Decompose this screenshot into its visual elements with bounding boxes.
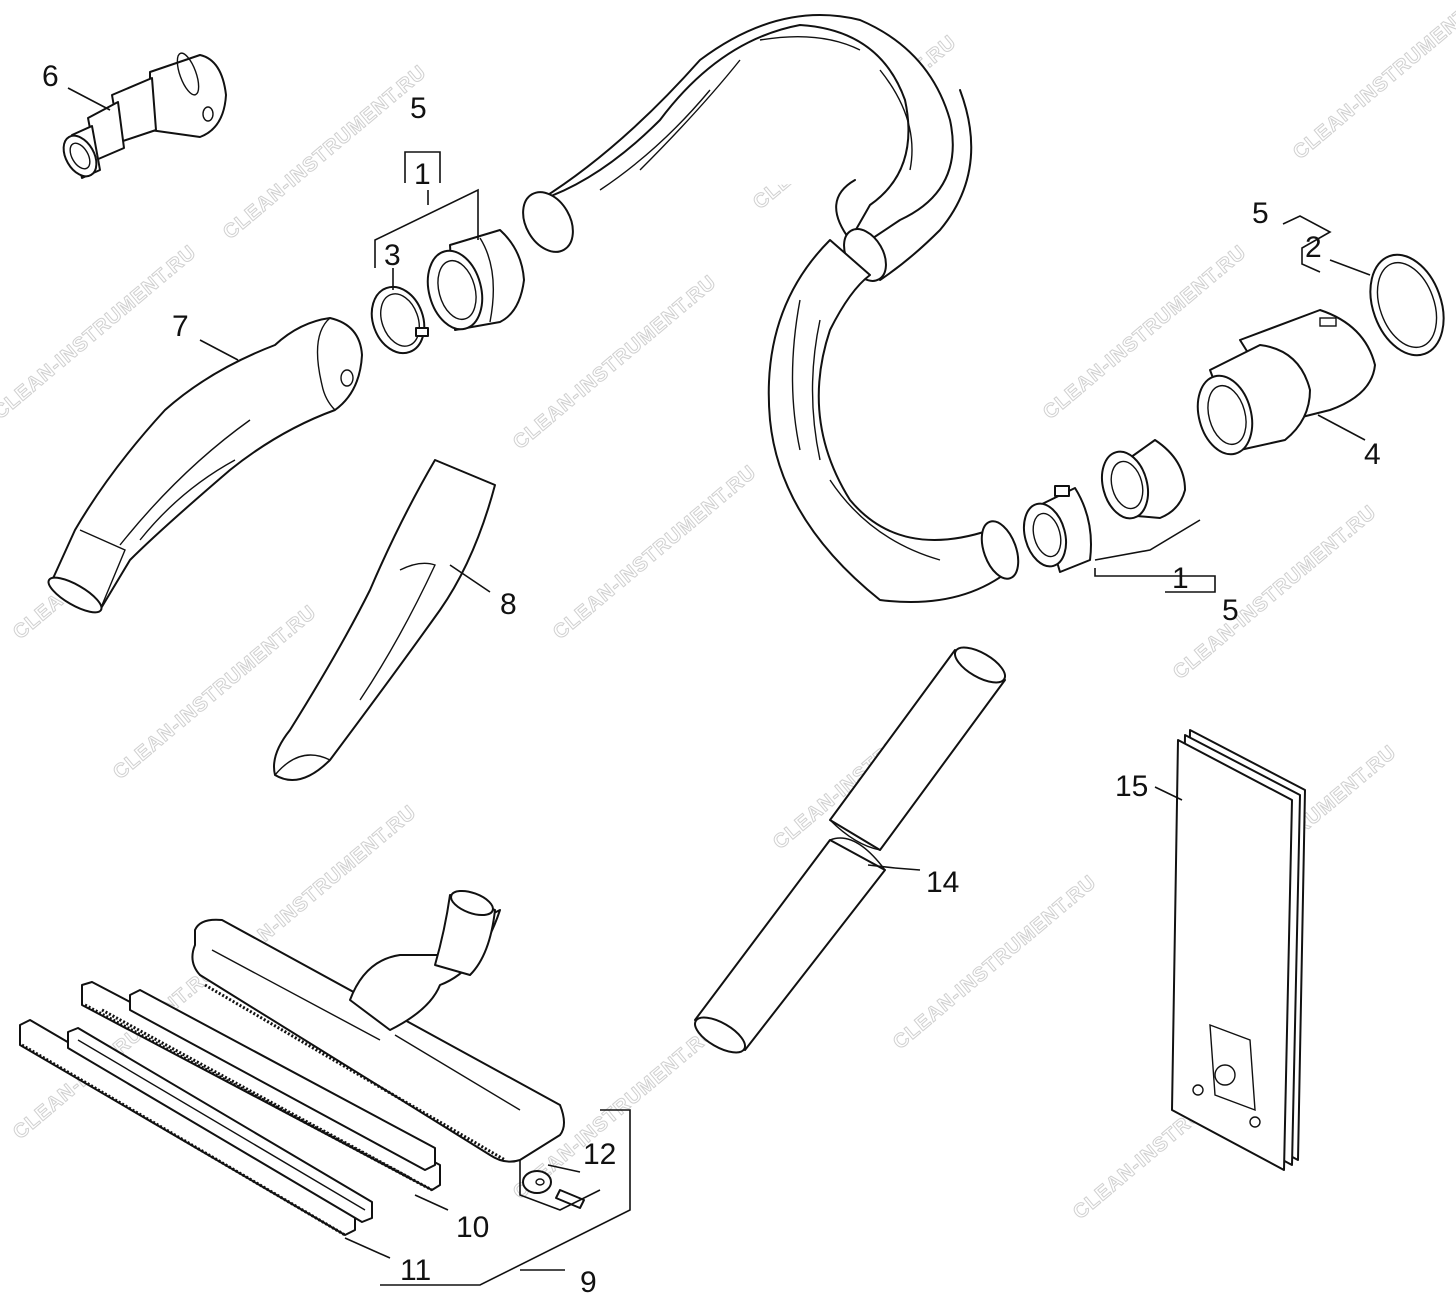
part-4-connector [1196,309,1376,456]
watermark-text: CLEAN-INSTRUMENT.RU [0,241,201,424]
part-15-filter-bags [1171,729,1306,1171]
part-8-crevice-nozzle [273,459,496,781]
callout-5-right: 5 [1252,197,1269,230]
watermark-text: CLEAN-INSTRUMENT.RU [549,461,761,644]
callout-5-bottom: 5 [1222,594,1239,627]
part-1-hose-cuff-top [426,229,525,331]
callout-5-top: 5 [410,92,427,125]
watermark-text: CLEAN-INSTRUMENT.RU [1289,0,1456,164]
callout-2: 2 [1305,231,1322,264]
part-11-squeegee-strip [19,1019,373,1237]
callout-9: 9 [580,1266,597,1299]
callout-8: 8 [500,588,517,621]
part-1-couplers-bottom [1022,439,1186,573]
part-14-extension-tubes [694,646,1006,1054]
callout-12: 12 [583,1138,616,1171]
callout-7: 7 [172,310,189,343]
callout-14: 14 [926,866,959,899]
part-3-clip-ring [370,285,429,355]
callout-3: 3 [384,239,401,272]
callout-6: 6 [42,60,59,93]
part-10-brush-strip [81,981,441,1192]
part-hose [522,14,1020,603]
callout-4: 4 [1364,438,1381,471]
callout-11: 11 [400,1254,431,1287]
part-9-floor-nozzle [191,889,565,1163]
leader-lines [67,87,1371,1286]
watermark-text: CLEAN-INSTRUMENT.RU [889,871,1101,1054]
part-12-wheel-axle [522,1170,585,1209]
part-6-adapter [62,52,227,179]
watermark-text: CLEAN-INSTRUMENT.RU [219,61,431,244]
callout-1-top: 1 [414,158,431,191]
watermark-text: CLEAN-INSTRUMENT.RU [509,271,721,454]
callout-10: 10 [456,1211,489,1244]
part-2-sealing-ring [1369,253,1445,357]
callouts: 6 5 1 3 7 8 5 2 4 1 5 15 14 12 10 11 9 [42,60,1381,1299]
callout-1-bottom: 1 [1172,562,1189,595]
callout-15: 15 [1115,770,1148,803]
part-7-bent-handle [47,317,363,614]
